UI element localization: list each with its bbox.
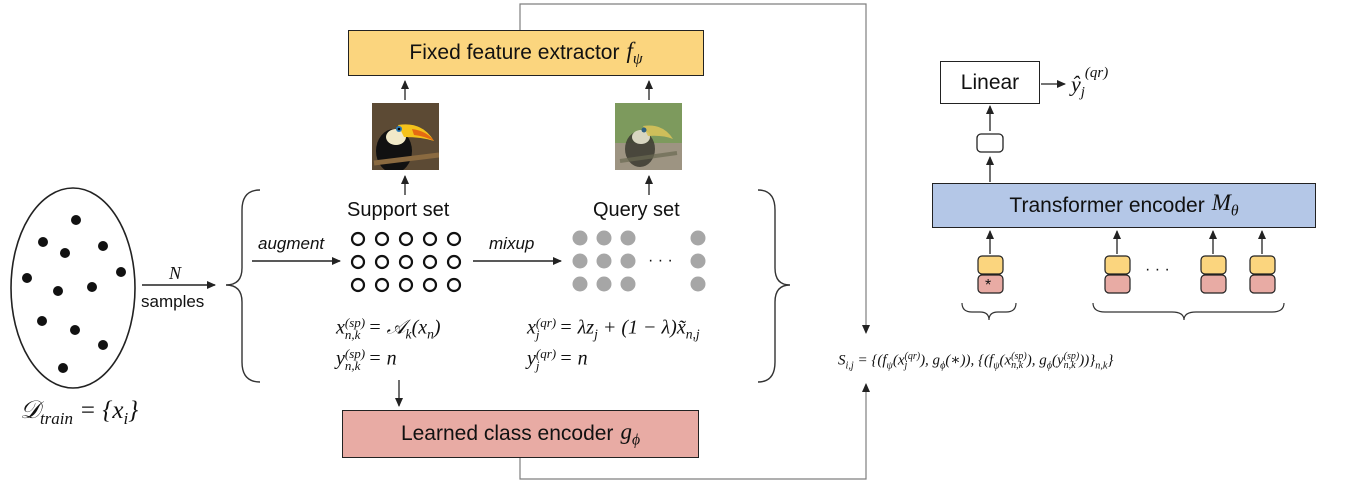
token-support-3 <box>1249 255 1276 294</box>
augment-label: augment <box>258 234 325 253</box>
learned-class-encoder-box: Learned class encoder gϕ <box>342 410 699 458</box>
query-ellipsis: · · · <box>648 252 673 269</box>
query-points <box>572 230 706 292</box>
token-support-1 <box>1104 255 1131 294</box>
right-brace <box>757 189 791 383</box>
support-augment-equation: x(sp)n,k= 𝒜k(xn) <box>336 315 441 342</box>
query-mixup-equation: x(qr)j= λzj + (1 − λ)x̃n,j <box>527 315 700 342</box>
fixed-feature-extractor-label: Fixed feature extractor <box>409 41 620 64</box>
support-token-brace <box>1092 302 1285 321</box>
toucan-photo-icon <box>372 103 439 170</box>
support-image <box>372 103 439 170</box>
transformer-encoder-symbol: Mθ <box>1211 190 1239 220</box>
dataset-label: 𝒟train = {xi} <box>20 397 139 428</box>
token-support-2 <box>1200 255 1227 294</box>
sampling-n-label: N <box>169 263 182 283</box>
linear-box: Linear <box>940 61 1040 104</box>
sampling-samples-label: samples <box>141 292 205 311</box>
learned-class-encoder-label: Learned class encoder <box>400 422 614 445</box>
fixed-feature-extractor-symbol: fψ <box>626 37 643 68</box>
prediction-output: ŷj(qr) <box>1071 65 1109 101</box>
query-token-star: * <box>985 277 992 294</box>
linear-label: Linear <box>960 70 1020 94</box>
mixup-label: mixup <box>489 234 535 253</box>
dataset-ellipse <box>10 187 136 389</box>
support-label-equation: y(sp)n,k= n <box>336 346 397 373</box>
transformer-encoder-box: Transformer encoder Mθ <box>932 183 1316 228</box>
support-set-title: Support set <box>347 199 450 221</box>
query-token-brace <box>961 302 1017 321</box>
dataset-points <box>22 215 126 373</box>
token-arrows <box>986 80 1266 254</box>
transformer-encoder-label: Transformer encoder <box>1009 193 1205 217</box>
sequence-equation: Si,j = {(fψ(x(qr)j), gϕ(∗)), {(fψ(x(sp)n… <box>838 351 1114 372</box>
left-brace <box>225 189 261 383</box>
fixed-feature-extractor-box: Fixed feature extractor fψ <box>348 30 704 76</box>
query-set-title: Query set <box>593 199 680 221</box>
support-points <box>350 231 462 293</box>
query-image <box>615 103 682 170</box>
cls-output-token <box>976 133 1004 153</box>
token-ellipsis: · · · <box>1145 261 1170 278</box>
learned-class-encoder-symbol: gϕ <box>620 418 641 449</box>
extractor-to-sequence-line <box>519 3 870 334</box>
toucan-mixup-photo-icon <box>615 103 682 170</box>
class-encoder-to-sequence-line <box>519 383 870 480</box>
query-label-equation: y(qr)j= n <box>527 346 588 373</box>
token-query <box>977 255 1004 294</box>
